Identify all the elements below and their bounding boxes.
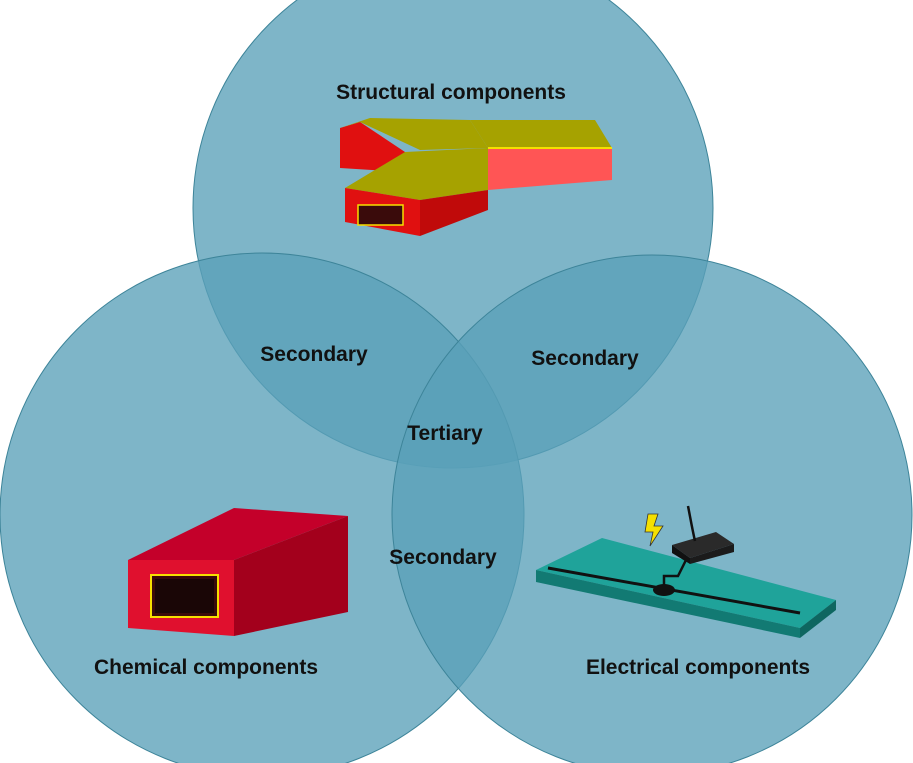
- electrical-label: Electrical components: [586, 656, 810, 679]
- secondary-structural-chemical: Secondary: [260, 343, 368, 366]
- lightning-icon: [644, 513, 664, 547]
- chemical-label: Chemical components: [94, 656, 318, 679]
- chemical-box-icon: [128, 508, 348, 636]
- structural-beam-icon: [340, 118, 612, 236]
- structural-label: Structural components: [336, 81, 566, 104]
- tertiary-center: Tertiary: [407, 422, 483, 445]
- electrical-board-icon: [536, 505, 836, 638]
- electrical-circle: [391, 254, 913, 763]
- secondary-chemical-electrical: Secondary: [389, 546, 497, 569]
- secondary-structural-electrical: Secondary: [531, 347, 639, 370]
